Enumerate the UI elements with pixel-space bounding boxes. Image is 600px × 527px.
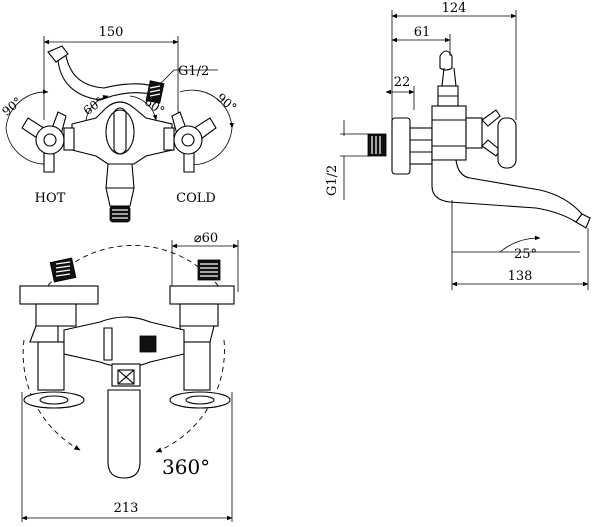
side-thread-label: G1/2 — [325, 165, 340, 196]
hot-handle — [21, 111, 75, 173]
angle-center-right-label: 60° — [142, 94, 167, 118]
side-nut-dimension: 22 — [385, 75, 415, 110]
side-upper-label: 61 — [414, 25, 431, 40]
right-connection — [169, 259, 235, 409]
spout-length-dimension: 138 — [451, 200, 589, 290]
diameter-label: ⌀60 — [194, 231, 218, 246]
front-width-label: 150 — [99, 25, 124, 40]
wall-connection — [367, 117, 433, 175]
diverter-knob: G1/2 — [145, 64, 218, 104]
side-upper-dimension: 61 — [391, 25, 451, 56]
side-shower-holder — [437, 50, 459, 107]
diameter-dimension: ⌀60 — [171, 231, 239, 292]
plan-body — [63, 316, 185, 387]
side-thread-dimension: G1/2 — [325, 120, 370, 200]
hot-label: HOT — [35, 191, 66, 206]
plan-width-label: 213 — [114, 501, 139, 516]
plan-width-dimension: 213 — [21, 392, 233, 522]
rotation-label: 360° — [162, 455, 210, 479]
shower-holder — [47, 45, 153, 101]
cold-label: COLD — [176, 191, 216, 206]
side-overall-label: 124 — [442, 1, 467, 16]
side-view: 124 61 22 G1/2 — [325, 1, 591, 290]
plan-spout — [107, 389, 141, 479]
side-spout — [431, 159, 591, 229]
front-view: 150 G1/2 90° 60° 60° — [0, 25, 239, 223]
side-body — [431, 105, 517, 169]
spout-angle: 25° — [452, 235, 580, 262]
front-width-dimension: 150 — [43, 25, 179, 120]
top-view: ⌀60 — [19, 231, 239, 522]
spout-length-label: 138 — [508, 269, 533, 284]
front-thread-label: G1/2 — [178, 64, 209, 79]
left-connection — [19, 257, 99, 409]
angle-right-label: 90° — [214, 90, 239, 114]
spout-angle-label: 25° — [514, 247, 537, 262]
cold-handle — [163, 111, 217, 173]
mixer-body — [71, 101, 173, 223]
angle-left-label: 90° — [0, 94, 25, 118]
side-nut-label: 22 — [394, 75, 411, 90]
